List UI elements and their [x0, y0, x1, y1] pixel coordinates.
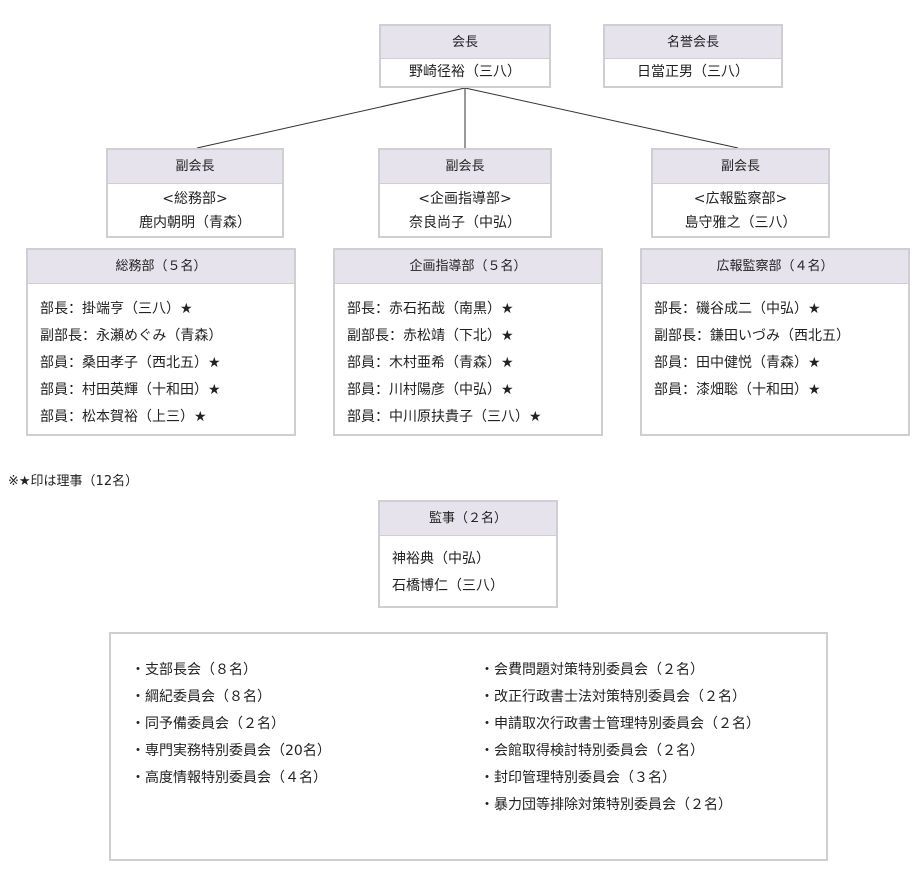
member-row: 副部長：永瀬めぐみ（青森） — [40, 328, 223, 344]
department-title: 総務部（５名） — [28, 250, 294, 284]
committee-item: ・会費問題対策特別委員会（２名） — [480, 662, 704, 678]
president-name: 野崎径裕（三八） — [409, 64, 521, 80]
member-row: 神裕典（中弘） — [392, 551, 490, 567]
member-row: 石橋博仁（三八） — [392, 578, 504, 594]
department-box-pr-audit: 広報監察部（４名） 部長：磯谷成二（中弘）★ 副部長：鎌田いづみ（西北五） 部員… — [640, 248, 910, 436]
member-row: 部員：村田英輝（十和田）★ — [40, 382, 221, 398]
member-row: 部長：掛端亨（三八）★ — [40, 301, 193, 317]
vice-president-dept: <広報監察部> — [693, 191, 788, 207]
department-box-general-affairs: 総務部（５名） 部長：掛端亨（三八）★ 副部長：永瀬めぐみ（青森） 部員：桑田孝… — [26, 248, 296, 436]
department-box-planning: 企画指導部（５名） 部長：赤石拓哉（南黒）★ 副部長：赤松靖（下北）★ 部員：木… — [333, 248, 603, 436]
vice-president-box-planning: 副会長 <企画指導部> 奈良尚子（中弘） — [378, 148, 552, 238]
department-member-list: 部長：掛端亨（三八）★ 副部長：永瀬めぐみ（青森） 部員：桑田孝子（西北五）★ … — [28, 284, 294, 431]
connector-vp-right — [464, 87, 739, 149]
honorary-president-box: 名誉会長 日當正男（三八） — [603, 24, 783, 88]
member-row: 副部長：鎌田いづみ（西北五） — [654, 328, 850, 344]
president-title: 会長 — [381, 26, 549, 59]
honorary-president-title: 名誉会長 — [605, 26, 781, 59]
committees-right-list: ・会費問題対策特別委員会（２名） ・改正行政書士法対策特別委員会（２名） ・申請… — [480, 657, 760, 819]
vice-president-title: 副会長 — [108, 150, 282, 184]
committee-item: ・支部長会（８名） — [131, 662, 257, 678]
member-row: 部員：松本賀裕（上三）★ — [40, 409, 207, 425]
department-title: 企画指導部（５名） — [335, 250, 601, 284]
member-row: 部員：桑田孝子（西北五）★ — [40, 355, 221, 371]
committee-item: ・改正行政書士法対策特別委員会（２名） — [480, 689, 746, 705]
committees-box: ・支部長会（８名） ・綱紀委員会（８名） ・同予備委員会（２名） ・専門実務特別… — [109, 632, 828, 861]
committee-item: ・同予備委員会（２名） — [131, 716, 285, 732]
vice-president-dept: <総務部> — [162, 191, 228, 207]
connector-vp-left — [196, 87, 466, 149]
vice-president-title: 副会長 — [380, 150, 550, 184]
vice-president-title: 副会長 — [653, 150, 828, 184]
vice-president-box-pr-audit: 副会長 <広報監察部> 島守雅之（三八） — [651, 148, 830, 238]
member-row: 副部長：赤松靖（下北）★ — [347, 328, 514, 344]
department-title: 広報監察部（４名） — [642, 250, 908, 284]
committee-item: ・申請取次行政書士管理特別委員会（２名） — [480, 716, 760, 732]
director-note: ※★印は理事（12名） — [8, 474, 139, 489]
vice-president-name: 島守雅之（三八） — [684, 215, 797, 231]
department-member-list: 部長：赤石拓哉（南黒）★ 副部長：赤松靖（下北）★ 部員：木村亜希（青森）★ 部… — [335, 284, 601, 431]
member-row: 部員：川村陽彦（中弘）★ — [347, 382, 514, 398]
committee-item: ・綱紀委員会（８名） — [131, 689, 271, 705]
member-row: 部員：中川原扶貴子（三八）★ — [347, 409, 542, 425]
vice-president-name: 鹿内朝明（青森） — [139, 215, 251, 231]
auditors-title: 監事（２名） — [380, 502, 556, 536]
committee-item: ・会館取得検討特別委員会（２名） — [480, 743, 704, 759]
committee-item: ・高度情報特別委員会（４名） — [131, 770, 327, 786]
member-row: 部長：磯谷成二（中弘）★ — [654, 301, 821, 317]
committee-item: ・暴力団等排除対策特別委員会（２名） — [480, 797, 732, 813]
auditors-box: 監事（２名） 神裕典（中弘） 石橋博仁（三八） — [378, 500, 558, 608]
member-row: 部員：田中健悦（青森）★ — [654, 355, 821, 371]
vice-president-box-general-affairs: 副会長 <総務部> 鹿内朝明（青森） — [106, 148, 284, 238]
honorary-president-name: 日當正男（三八） — [637, 64, 749, 80]
department-member-list: 部長：磯谷成二（中弘）★ 副部長：鎌田いづみ（西北五） 部員：田中健悦（青森）★… — [642, 284, 908, 404]
member-row: 部長：赤石拓哉（南黒）★ — [347, 301, 514, 317]
member-row: 部員：木村亜希（青森）★ — [347, 355, 514, 371]
committees-left-list: ・支部長会（８名） ・綱紀委員会（８名） ・同予備委員会（２名） ・専門実務特別… — [131, 657, 331, 792]
president-box: 会長 野崎径裕（三八） — [379, 24, 551, 88]
vice-president-name: 奈良尚子（中弘） — [409, 215, 521, 231]
auditors-member-list: 神裕典（中弘） 石橋博仁（三八） — [380, 536, 556, 600]
committee-item: ・封印管理特別委員会（３名） — [480, 770, 676, 786]
committee-item: ・専門実務特別委員会（20名） — [131, 743, 331, 759]
vice-president-dept: <企画指導部> — [418, 191, 512, 207]
member-row: 部員：漆畑聡（十和田）★ — [654, 382, 821, 398]
